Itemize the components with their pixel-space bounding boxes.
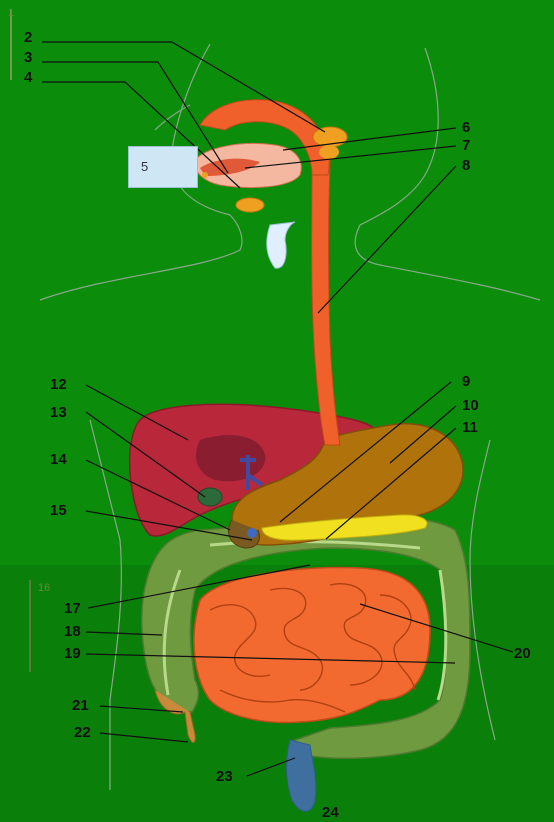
label-22: 22 [74,725,91,740]
label-7: 7 [462,138,470,153]
label-18: 18 [64,624,81,639]
label-24: 24 [322,805,339,820]
label-20: 20 [514,646,531,661]
label-17: 17 [64,601,81,616]
label-5-box: 5 [128,146,198,188]
label-6: 6 [462,120,470,135]
parotid-gland-lower [319,145,339,159]
label-9: 9 [462,374,470,389]
label-16: 16 [38,581,50,596]
label-10: 10 [462,398,479,413]
label-13: 13 [50,405,67,420]
sublingual-gland [202,172,208,178]
label-4: 4 [24,70,32,85]
label-19: 19 [64,646,81,661]
label-1: 1 [8,6,14,21]
label-21: 21 [72,698,89,713]
submandibular-gland [236,198,264,212]
label-12: 12 [50,377,67,392]
label-2: 2 [24,30,32,45]
label-8: 8 [462,158,470,173]
pylorus [247,528,257,538]
label-11: 11 [462,420,478,435]
label-14: 14 [50,452,67,467]
label-5: 5 [141,159,148,174]
label-23: 23 [216,769,233,784]
gallbladder [198,488,222,506]
label-15: 15 [50,503,67,518]
label-3: 3 [24,50,32,65]
